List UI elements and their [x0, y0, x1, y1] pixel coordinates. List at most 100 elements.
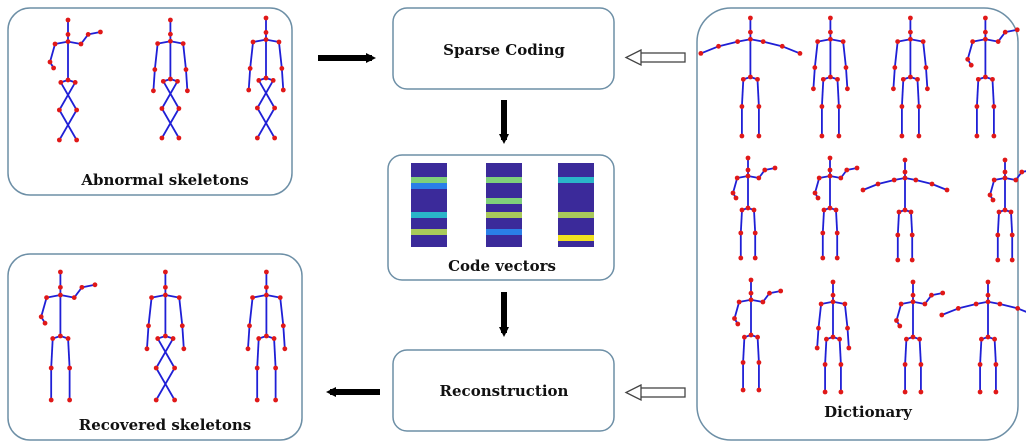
skeleton — [812, 155, 860, 261]
skeleton-joint — [756, 175, 762, 181]
skeleton-joint — [67, 365, 73, 371]
skeleton-bone — [817, 303, 823, 329]
skeleton-bone — [904, 339, 908, 365]
skeleton-joint — [836, 104, 842, 109]
skeleton-joint — [891, 86, 896, 92]
skeleton-joint — [159, 106, 165, 111]
skeleton-bone — [910, 211, 914, 236]
skeleton-joint — [844, 86, 850, 92]
skeleton-bone — [991, 79, 995, 107]
skeleton-bone — [280, 68, 285, 91]
skeleton-joint — [909, 232, 915, 238]
skeleton-joint — [740, 360, 746, 365]
skeleton-joint — [894, 318, 899, 323]
skeleton-joint — [922, 301, 928, 307]
skeleton-joint — [752, 230, 758, 236]
skeleton-joint — [745, 205, 751, 211]
skeleton-joint — [250, 39, 256, 45]
skeleton-joint — [816, 175, 822, 181]
skeleton-bone — [895, 303, 902, 321]
skeleton-bone — [700, 45, 719, 55]
skeleton-joint — [149, 295, 154, 300]
skeleton-joint — [929, 181, 935, 187]
skeleton-joint — [895, 232, 901, 238]
skeleton-joint — [902, 362, 908, 367]
skeleton-joint — [838, 389, 844, 395]
skeleton-joint — [246, 87, 252, 93]
skeleton-joint — [175, 78, 180, 84]
skeleton-bone — [821, 79, 825, 107]
skeleton-joint — [902, 157, 908, 163]
skeleton-joint — [276, 39, 282, 45]
skeleton-joint — [698, 51, 704, 56]
skeleton-joint — [254, 135, 260, 141]
skeleton-joint — [172, 397, 178, 403]
skeleton-joint — [828, 15, 833, 21]
skeleton-joint — [991, 177, 997, 183]
skeleton-joint — [271, 336, 277, 341]
skeleton-joint — [273, 397, 279, 403]
skeleton-joint — [995, 39, 1001, 44]
skeleton-joint — [272, 135, 278, 141]
skeleton-joint — [977, 362, 983, 367]
code-vector-stripe — [486, 177, 522, 183]
skeleton-joint — [834, 230, 840, 236]
skeleton-bone — [922, 41, 927, 68]
dictionary-panel — [696, 7, 1019, 441]
skeleton-bone — [976, 79, 980, 107]
skeleton-joint — [908, 29, 913, 35]
skeleton-joint — [970, 39, 976, 44]
skeleton-joint — [72, 80, 78, 85]
skeleton-joint — [748, 74, 753, 80]
recovered-skeletons-label: Recovered skeletons — [79, 416, 251, 434]
skeleton-bone — [732, 177, 739, 194]
skeleton-joint — [902, 175, 908, 181]
skeleton-joint — [828, 74, 833, 80]
code-vector-stripe — [411, 177, 447, 183]
skeleton-joint — [1009, 232, 1015, 238]
code-vector — [486, 163, 522, 247]
skeleton-joint — [827, 205, 833, 211]
skeleton-joint — [71, 295, 77, 300]
skeleton-joint — [923, 65, 929, 70]
skeleton-joint — [939, 312, 945, 318]
skeleton-bone — [756, 79, 760, 107]
skeleton-joint — [812, 190, 818, 196]
skeleton-bone — [756, 337, 760, 363]
skeleton-joint — [282, 346, 288, 352]
skeleton-joint — [902, 389, 908, 395]
skeleton-joint — [830, 292, 836, 298]
skeleton-joint — [845, 325, 850, 331]
skeleton-joint — [247, 66, 253, 71]
skeleton-joint — [48, 365, 54, 371]
skeleton-bone — [836, 79, 840, 107]
skeleton — [939, 279, 1026, 395]
skeleton-joint — [904, 336, 909, 342]
skeleton-bone — [999, 303, 1018, 310]
skeleton-joint — [263, 75, 269, 81]
skeleton-bone — [156, 338, 176, 369]
skeleton-joint — [1019, 169, 1025, 175]
skeleton-bone — [185, 69, 189, 91]
skeleton-bone — [146, 325, 150, 349]
skeleton-joint — [739, 207, 745, 213]
skeleton-joint — [159, 135, 165, 141]
skeleton-joint — [918, 389, 924, 395]
skeleton-joint — [940, 290, 946, 296]
code-vectors-group — [411, 163, 594, 247]
skeleton-joint — [828, 36, 833, 42]
skeleton-joint — [899, 104, 905, 109]
skeleton-joint — [985, 292, 991, 298]
skeleton-bone — [966, 41, 974, 60]
skeleton-joint — [751, 207, 757, 213]
skeleton-joint — [74, 137, 80, 143]
skeleton-bone — [814, 177, 821, 194]
skeleton-joint — [264, 333, 269, 339]
skeleton-joint — [910, 292, 916, 298]
skeleton-joint — [819, 133, 825, 139]
skeleton-joint — [92, 282, 98, 288]
skeleton-joint — [168, 17, 173, 23]
skeleton-joint — [830, 299, 836, 305]
skeleton-joint — [995, 232, 1001, 238]
skeleton-bone — [958, 303, 977, 310]
